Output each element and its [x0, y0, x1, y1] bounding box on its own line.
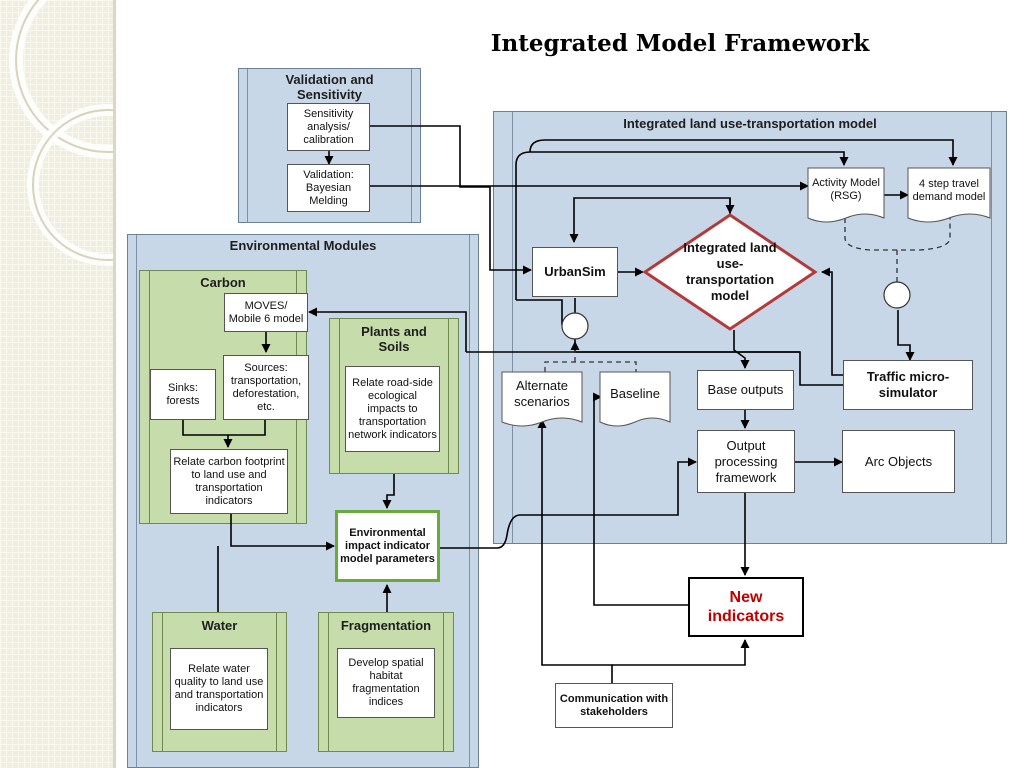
habitat-box[interactable]: Develop spatial habitat fragmentation in… — [337, 648, 435, 718]
relate-roadside-box[interactable]: Relate road-side ecological impacts to t… — [345, 366, 440, 452]
output-processing-box[interactable]: Output processing framework — [697, 430, 795, 493]
panel-inner — [339, 319, 449, 473]
alternate-scenarios-box[interactable]: Alternate scenarios — [514, 378, 570, 409]
decorative-rings — [9, 0, 115, 266]
sinks-box[interactable]: Sinks: forests — [150, 369, 216, 420]
panel-inner — [162, 613, 277, 751]
env-params-box[interactable]: Environmental impact indicator model par… — [335, 510, 440, 582]
panel-inner — [512, 112, 992, 543]
panel-inner — [247, 69, 412, 222]
water-panel-title: Water — [201, 618, 238, 633]
panel-inner — [136, 235, 470, 767]
four-step-box[interactable]: 4 step travel demand model — [912, 178, 986, 203]
strip-border — [113, 0, 116, 768]
integrated-panel-title: Integrated land use-transportation model — [623, 116, 877, 131]
base-outputs-box[interactable]: Base outputs — [697, 370, 794, 410]
new-indicators-box[interactable]: New indicators — [688, 577, 804, 637]
sensitivity-box[interactable]: Sensitivity analysis/ calibration — [287, 103, 370, 151]
moves-box[interactable]: MOVES/ Mobile 6 model — [224, 293, 308, 332]
sources-box[interactable]: Sources: transportation, deforestation, … — [223, 355, 309, 420]
page-title: Integrated Model Framework — [490, 30, 870, 57]
relate-water-box[interactable]: Relate water quality to land use and tra… — [170, 648, 268, 730]
activity-model-box[interactable]: Activity Model (RSG) — [812, 177, 880, 202]
integrated-model-diamond-label[interactable]: Integrated land use-transportation model — [683, 240, 777, 303]
panel-inner — [328, 613, 444, 751]
carbon-panel-title: Carbon — [200, 275, 246, 290]
communication-box[interactable]: Communication with stakeholders — [555, 683, 673, 728]
decorative-side-strip — [0, 0, 116, 768]
urbansim-box[interactable]: UrbanSim — [532, 247, 618, 297]
environmental-panel-title: Environmental Modules — [229, 238, 377, 253]
relate-carbon-box[interactable]: Relate carbon footprint to land use and … — [170, 449, 288, 514]
validation-panel-title: Validation and Sensitivity — [285, 72, 374, 102]
baseline-box[interactable]: Baseline — [610, 386, 660, 401]
plants-panel-title: Plants and Soils — [361, 324, 427, 354]
arc-objects-box[interactable]: Arc Objects — [842, 430, 955, 493]
traffic-simulator-box[interactable]: Traffic micro-simulator — [843, 360, 973, 410]
bayesian-box[interactable]: Validation: Bayesian Melding — [287, 164, 370, 212]
fragmentation-panel-title: Fragmentation — [340, 618, 432, 633]
